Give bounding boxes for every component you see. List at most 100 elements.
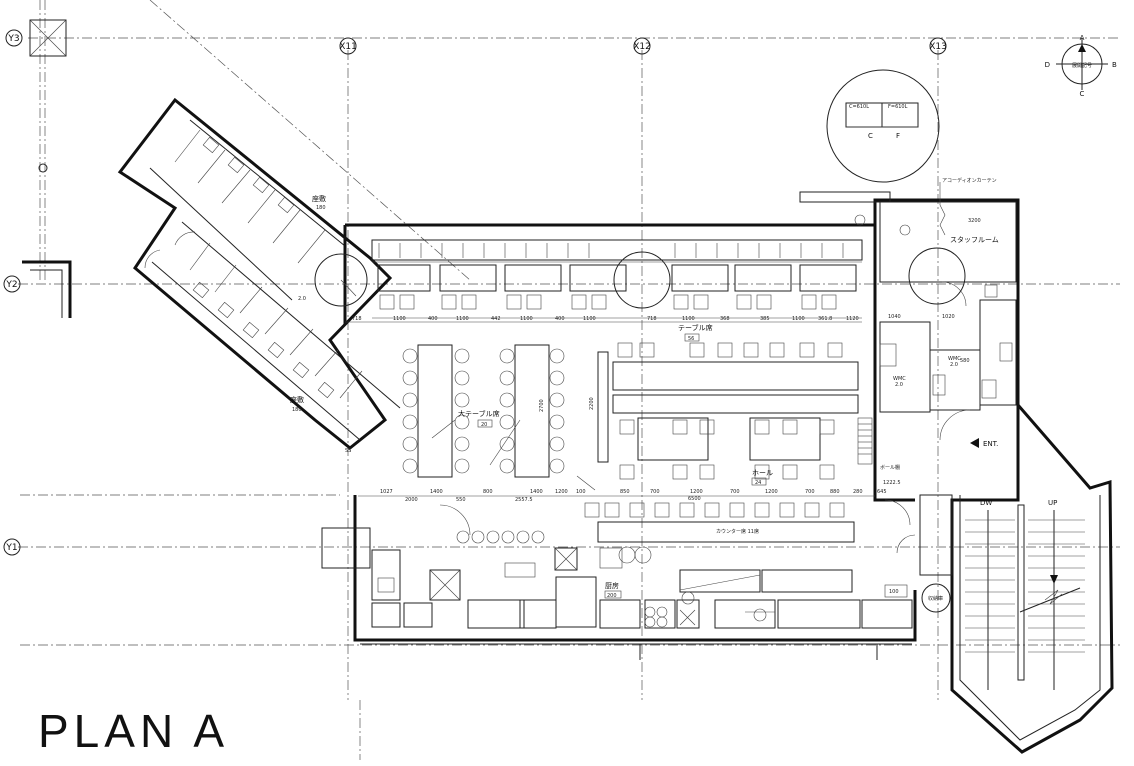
large-table-count-box [477,419,493,428]
dim-misc-1222: 1222.5 [883,480,901,486]
kitchen-area [371,530,913,629]
dim-bot-8: 100 [576,489,586,495]
entrance-arrow-icon [970,438,979,448]
dimensions-bottom: 1027 2000 1400 550 800 2557.5 1400 1200 … [358,489,887,503]
staff-toilet-area [854,201,1017,441]
table-seat-count-box [684,333,700,342]
compass-label: 展開記号 [1072,62,1092,69]
misc-count-label: 2.0 [298,296,306,302]
dim-misc-3200: 3200 [968,218,981,224]
dim-top-5: 1100 [520,316,533,322]
dim-bot-3: 550 [456,497,466,503]
compass-e: B [1112,61,1117,69]
wmc-bottom-count: 2.0 [895,382,903,388]
stair-wing [884,400,1114,754]
grid-bubble-x11: X11 [339,37,357,55]
dim-top-3: 1100 [456,316,469,322]
dim-bot-10: 700 [650,489,660,495]
ball-shelf-label: ボール棚 [880,464,900,471]
dim-top-8: 718 [647,316,657,322]
entrance-label: ENT. [983,440,998,448]
bottom-wall-details [360,643,912,660]
zashiki-top-count: 180 [316,205,326,211]
detail-f610l: F=610L [888,104,908,110]
staff-room-label: スタッフルーム [950,235,999,244]
dim-bot-14: 700 [805,489,815,495]
dim-misc-1040: 1040 [888,314,901,320]
dim-top-10: 368 [720,316,730,322]
compass-w: D [1045,61,1050,69]
accordion-label: アコーディオンカーテン [942,177,997,184]
dim-misc-1020: 1020 [942,314,955,320]
dimensions-top: 718 1100 400 1100 442 1100 400 1100 718 … [345,316,862,323]
dim-bot-12: 700 [730,489,740,495]
ss-label: SS [345,448,351,454]
dw-label: DW [980,499,992,507]
main-walls [321,191,1020,642]
zashiki-bottom-label: 座敷 [290,395,304,404]
dim-top-0: 718 [352,316,362,322]
grid-lines [18,0,1120,760]
dim-bot-15: 880 [830,489,840,495]
detail-f-label: F [896,132,900,140]
counter-area [439,499,916,554]
dim-bot-1: 2000 [405,497,418,503]
table-seat-label: テーブル席 [678,323,713,332]
grid-label-x13: X13 [929,42,947,52]
grid-bubble-y3: Y3 [5,29,23,47]
dim-bot-0: 1027 [380,489,393,495]
dim-misc-580: 580 [960,358,970,364]
dim-top-2: 400 [428,316,438,322]
grid-label-y1: Y1 [5,543,17,553]
dim-bot-17: 645 [877,489,887,495]
detail-c610l: C=610L [849,104,869,110]
zashiki-top-label: 座敷 [312,194,326,203]
kitchen-count: 200 [607,593,617,599]
dim-bot-6: 1400 [530,489,543,495]
dim-top-7: 1100 [583,316,596,322]
large-table-label: 大テーブル席 [458,409,500,418]
dim-bot-7: 1200 [555,489,568,495]
dim-top-1: 1100 [393,316,406,322]
table-seat-count: 56 [688,336,694,342]
grid-bubble-y2: Y2 [3,275,21,293]
diagonal-wing [117,97,401,450]
hall-count: 24 [755,480,761,486]
large-table-area [402,344,596,491]
round-columns [314,247,966,309]
counter-label: カウンター席 11席 [716,528,759,535]
dim-top-11: 385 [760,316,770,322]
left-annex [22,260,72,318]
plan-title: PLAN A [38,705,230,757]
grid-bubble-y1: Y1 [3,538,21,556]
wmc-bottom-label: WMC [893,376,906,382]
detail-circle: C=610L F=610L C F [826,69,940,183]
dim-bot-9: 850 [620,489,630,495]
dim-misc-2200: 2200 [589,397,595,410]
dim-top-9: 1100 [682,316,695,322]
storage-count: 100 [889,589,899,595]
hall-label: ホール [752,469,773,477]
dim-bot-16: 280 [853,489,863,495]
compass-icon: 展開記号 A B C D [1045,34,1117,98]
compass-s: C [1080,90,1085,98]
grid-label-x11: X11 [339,42,357,52]
zashiki-bottom-count: 180 [292,407,302,413]
dim-top-4: 442 [491,316,501,322]
dim-top-14: 1120 [846,316,859,322]
up-label: UP [1048,499,1057,507]
wmc-top-count: 2.0 [950,362,958,368]
detail-c-label: C [868,132,873,140]
dim-bot-11: 1200 [690,489,703,495]
dim-misc-6500: 6500 [688,496,701,502]
grid-label-y2: Y2 [5,280,17,290]
hall-count-box [751,477,767,486]
column-top-left [29,19,67,173]
top-seating-row [371,239,863,319]
kitchen-count-box [604,590,622,599]
grid-bubble-x13: X13 [929,37,947,55]
middle-tables [597,342,873,480]
grid-bubble-x12: X12 [633,37,651,55]
large-table-count: 20 [481,422,487,428]
grid-label-y3: Y3 [7,34,19,44]
